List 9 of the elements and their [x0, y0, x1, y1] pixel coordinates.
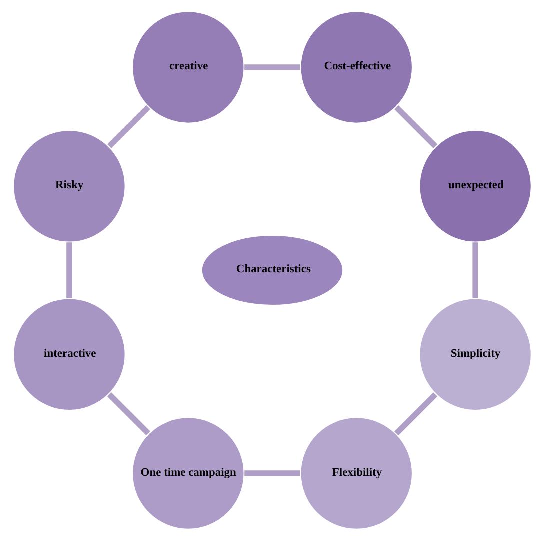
- node-circle: unexpected: [418, 129, 533, 244]
- node-circle: Simplicity: [418, 298, 533, 412]
- node-circle: Cost-effective: [300, 10, 414, 124]
- node-ellipse: Characteristics: [200, 234, 344, 307]
- node-circle: One time campaign: [131, 416, 246, 531]
- node-circle: interactive: [12, 298, 126, 412]
- node-circle: Flexibility: [300, 416, 414, 531]
- node-circle: creative: [131, 10, 246, 124]
- node-circle: Risky: [12, 129, 126, 244]
